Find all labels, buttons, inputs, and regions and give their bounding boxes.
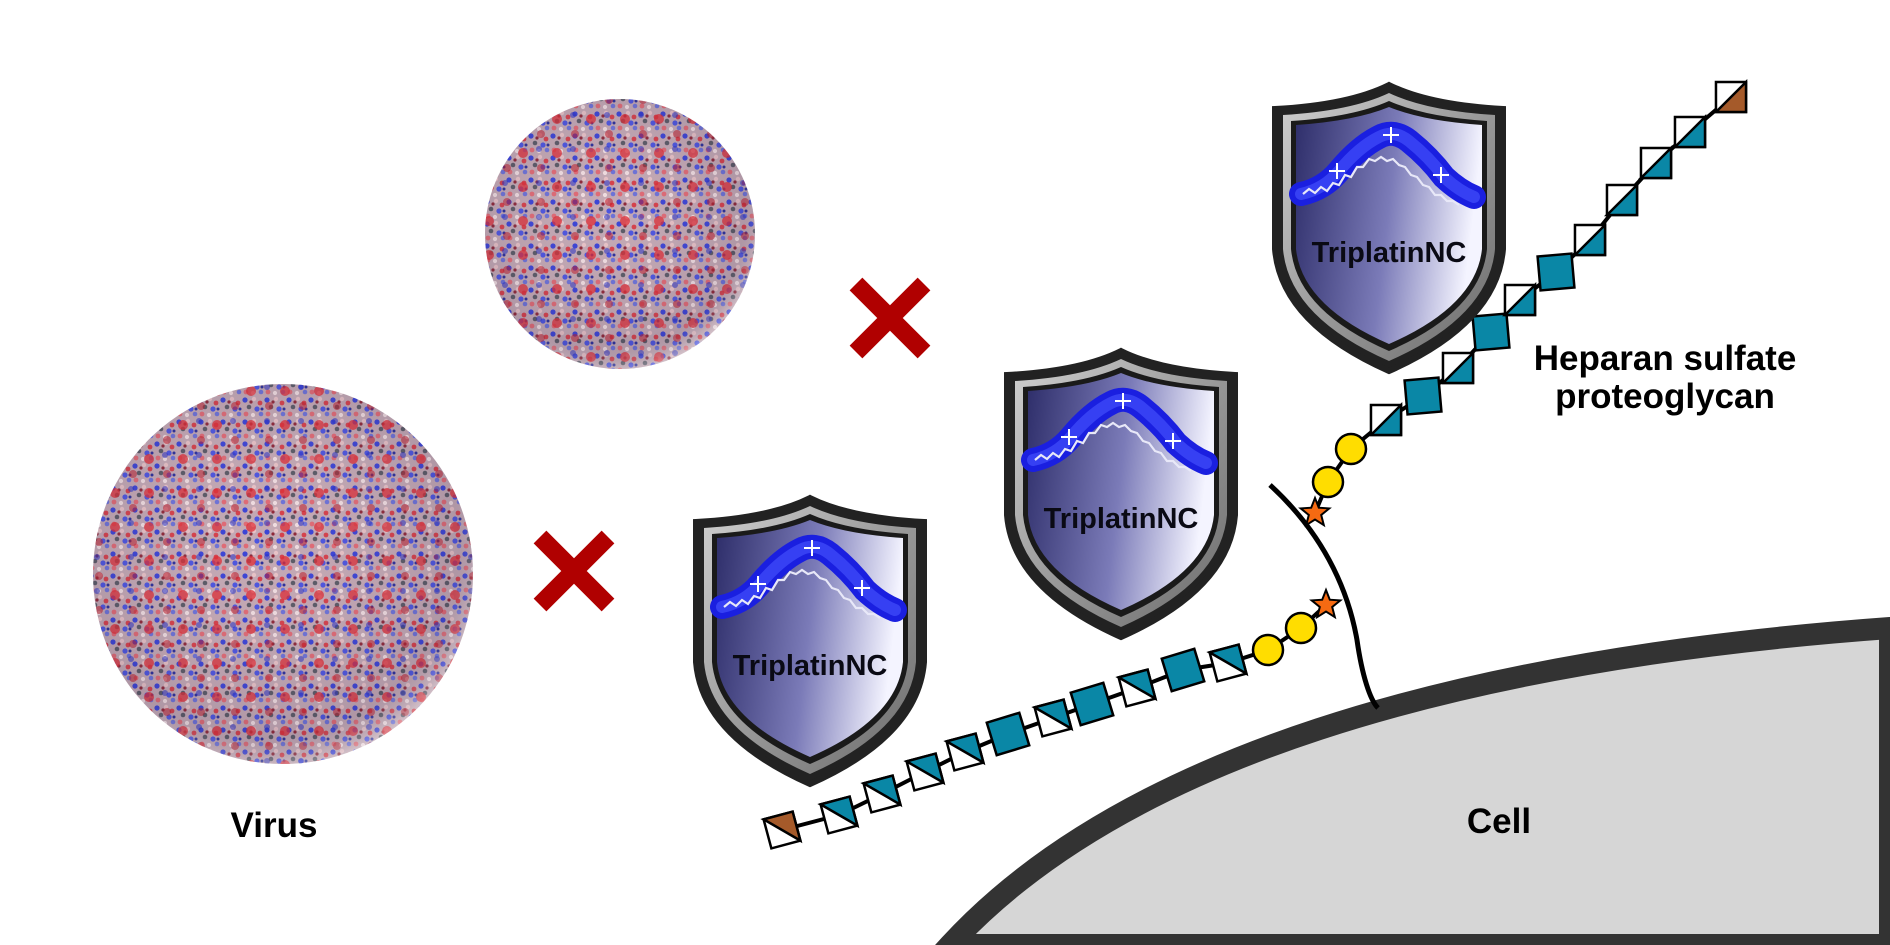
glcnac-half-diamond-icon: [1367, 401, 1403, 437]
virus-particle: [93, 384, 473, 764]
glcnac-square-icon: [1536, 252, 1576, 292]
xylose-star-icon: [1298, 495, 1332, 528]
xylose-star-icon: [1309, 587, 1343, 620]
glcnac-square-icon: [1471, 312, 1511, 352]
virus-particle: [485, 99, 755, 369]
glcnac-square-icon: [1403, 376, 1443, 416]
glcnac-half-diamond-icon: [1439, 349, 1475, 385]
glcnac-half-diamond-icon: [1115, 668, 1158, 708]
hspg-label-line2: proteoglycan: [1555, 377, 1775, 416]
triplatinnc-molecule-icon: [1021, 387, 1218, 475]
triplatinnc-shield: TriplatinNC: [1004, 347, 1238, 641]
triplatinnc-shield: TriplatinNC: [1272, 81, 1506, 375]
glcnac-square-icon: [1160, 647, 1206, 693]
glcnac-square-icon: [1069, 681, 1115, 727]
viruses: [93, 99, 755, 764]
glcnac-half-diamond-icon: [943, 732, 986, 772]
glcnac-half-diamond-icon: [1603, 181, 1639, 217]
block-marks: [533, 277, 931, 612]
glcnac-half-diamond-icon: [1206, 643, 1249, 683]
hspg-label-line1: Heparan sulfate: [1534, 339, 1797, 378]
glcnac-half-diamond-icon: [903, 752, 946, 792]
glcnac-half-diamond-icon: [1031, 698, 1074, 738]
cell-body: [935, 616, 1890, 945]
galactose-circle-icon: [1311, 465, 1345, 499]
glcnac-half-diamond-icon: [1637, 144, 1673, 180]
galactose-circle-icon: [1251, 633, 1285, 667]
virus-label: Virus: [231, 806, 318, 845]
galactose-circle-icon: [1284, 611, 1318, 645]
block-x-icon: [849, 277, 931, 359]
cell-label: Cell: [1467, 802, 1531, 841]
glcnac-square-icon: [985, 711, 1031, 757]
glcnac-half-diamond-icon: [817, 795, 860, 835]
triplatinnc-molecule-icon: [710, 534, 907, 622]
upper-chain: [1298, 78, 1748, 528]
galactose-circle-icon: [1334, 432, 1368, 466]
iduronic-acid-diamond-icon: [760, 810, 803, 850]
shield-label: TriplatinNC: [1044, 503, 1199, 535]
block-x-icon: [533, 530, 615, 612]
triplatinnc-shields: TriplatinNC TriplatinNC TriplatinNC: [693, 81, 1506, 788]
triplatinnc-molecule-icon: [1289, 121, 1486, 209]
glcnac-half-diamond-icon: [1671, 113, 1707, 149]
core-protein-strand: [1268, 483, 1380, 710]
triplatinnc-shield: TriplatinNC: [693, 494, 927, 788]
shield-label: TriplatinNC: [1312, 237, 1467, 269]
glcnac-half-diamond-icon: [1571, 221, 1607, 257]
glcnac-half-diamond-icon: [1501, 281, 1537, 317]
glcnac-half-diamond-icon: [860, 774, 903, 814]
glycan-chains: [760, 78, 1748, 850]
iduronic-acid-diamond-icon: [1712, 78, 1748, 114]
lower-chain: [760, 587, 1343, 850]
cell: [935, 616, 1890, 945]
shield-label: TriplatinNC: [733, 650, 888, 682]
